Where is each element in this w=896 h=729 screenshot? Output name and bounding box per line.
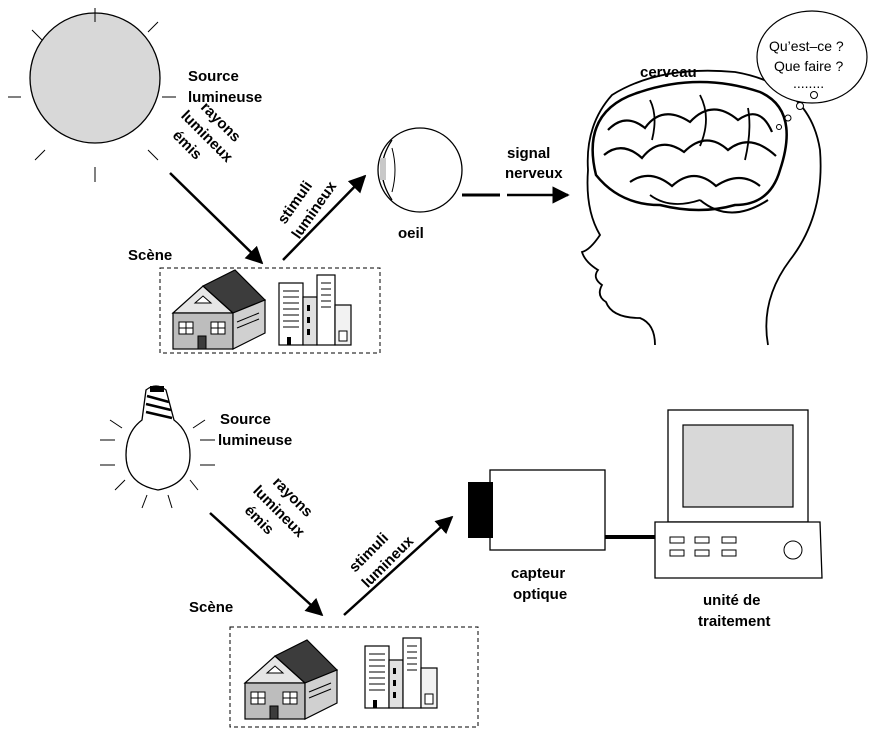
thought-bubble-text: Qu’est–ce ? Que faire ? ........ [769,38,848,91]
processing-unit-icon [654,409,823,579]
bottom-emitted-rays-arrow [209,512,324,617]
bottom-source-label: Source lumineuse [218,411,292,449]
nerve-signal-label: signal nerveux [505,145,563,182]
top-source-label: Source lumineuse [188,68,262,106]
bottom-buildings-icon [364,637,438,709]
eye-icon [377,127,463,213]
bottom-scene-label: Scène [189,599,233,616]
light-bulb-icon [100,385,215,509]
head-brain-icon [580,69,822,346]
top-emitted-rays-arrow [169,172,264,265]
bottom-scene-box [229,626,479,728]
eye-label: oeil [398,225,424,242]
sensor-label: capteur optique [511,565,569,603]
camera-sensor-icon [468,469,606,551]
processing-unit-label: unité de traitement [698,592,771,630]
top-house-icon [172,269,266,350]
top-scene-box [159,267,381,354]
top-stimuli-arrow [282,174,367,261]
thought-bubble [756,10,868,130]
bottom-emitted-rays-label: rayons lumineux émis [235,468,325,558]
top-stimuli-label: stimuli lumineux [272,166,340,242]
bottom-house-icon [244,639,338,720]
sun-icon [8,8,176,182]
top-scene-label: Scène [128,247,172,264]
bottom-stimuli-label: stimuli lumineux [344,518,417,591]
bottom-stimuli-arrow [343,515,454,616]
top-emitted-rays-label: rayons lumineux émis [163,93,253,183]
top-buildings-icon [278,274,352,346]
